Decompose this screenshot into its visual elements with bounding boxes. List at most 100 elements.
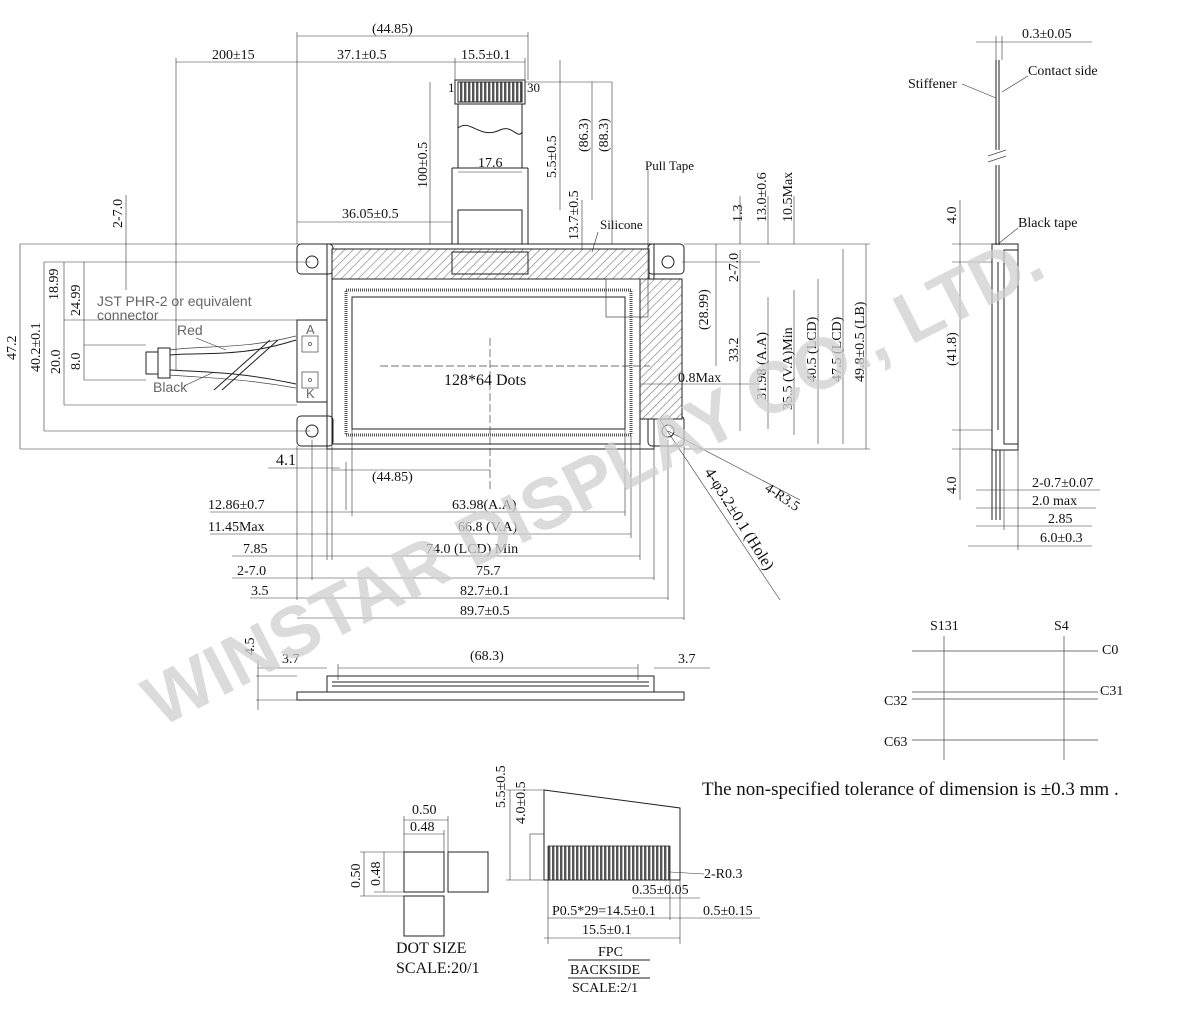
contact-side-label: Contact side <box>1028 64 1098 79</box>
dim-2-0-7: 2-0.7±0.07 <box>1032 476 1093 491</box>
dim-31-98: 31.98 (A.A) <box>755 332 770 400</box>
dim-3-7-left: 3.7 <box>282 652 300 667</box>
lcd-glass <box>331 278 641 445</box>
dim-13-7: 13.7±0.5 <box>567 190 582 240</box>
dim-86-3: (86.3) <box>577 118 592 152</box>
dim-82-7: 82.7±0.1 <box>460 584 510 599</box>
left-dimensions: 47.2 40.2±0.1 20.0 18.99 24.99 8.0 <box>5 243 327 450</box>
dim-1-3: 1.3 <box>731 205 746 223</box>
fpc-dim-0-5: 0.5±0.15 <box>703 904 753 919</box>
fpc-backside: BACKSIDE <box>570 963 640 978</box>
dim-68-3: (68.3) <box>470 649 504 664</box>
dim-24-99: 24.99 <box>69 285 84 317</box>
stiffener-label: Stiffener <box>908 77 957 92</box>
dim-37-1: 37.1±0.5 <box>337 48 387 63</box>
fpc-pitch: P0.5*29=14.5±0.1 <box>552 904 656 919</box>
dim-2-85: 2.85 <box>1048 512 1073 527</box>
dim-89-7: 89.7±0.5 <box>460 604 510 619</box>
pin-k-label: K <box>306 386 315 401</box>
dim-4-0-top: 4.0 <box>945 207 960 225</box>
dim-36-05: 36.05±0.5 <box>342 207 399 222</box>
dim-2-7-right: 2-7.0 <box>727 253 742 282</box>
fpc-dim-4-0: 4.0±0.5 <box>514 781 529 824</box>
dim-18-99: 18.99 <box>47 269 62 301</box>
side-view: 4.5 3.7 (68.3) 3.7 <box>243 638 710 710</box>
fpc-contacts <box>457 81 523 103</box>
fpc-cable: 1 30 <box>448 79 540 275</box>
dim-2-7-bottom: 2-7.0 <box>237 564 266 579</box>
fpc-title: FPC <box>598 945 623 960</box>
wire-red-label: Red <box>177 322 203 338</box>
dim-0-3: 0.3±0.05 <box>1022 27 1072 42</box>
dim-4-hole: 4-φ3.2±0.1 (Hole) <box>701 465 777 573</box>
fpc-r0-3: 2-R0.3 <box>704 867 743 882</box>
front-view: 128*64 Dots Pull Tape Silicone 1 30 <box>5 22 870 620</box>
module-profile <box>991 243 1019 451</box>
mount-hole-br <box>661 424 675 438</box>
bottom-dimensions: 4.1 (44.85) 12.86±0.7 63.98(A.A) 11.45Ma… <box>208 429 685 620</box>
dim-0-8: 0.8Max <box>678 371 721 386</box>
c0-label: C0 <box>1102 643 1118 658</box>
dim-4-1: 4.1 <box>276 452 296 469</box>
dim-11-45: 11.45Max <box>208 520 265 535</box>
dim-20-0: 20.0 <box>49 350 64 375</box>
dim-44-85-top: (44.85) <box>372 22 413 37</box>
mount-ear-tr <box>647 243 685 275</box>
fpc-dim-15-5: 15.5±0.1 <box>582 923 632 938</box>
dim-5-5: 5.5±0.5 <box>545 135 560 178</box>
connector-note-1: JST PHR-2 or equivalent <box>97 293 252 309</box>
dot-height-0-48: 0.48 <box>369 862 384 887</box>
dim-15-5: 15.5±0.1 <box>461 48 511 63</box>
dots-label: 128*64 Dots <box>444 372 526 389</box>
c63-label: C63 <box>884 735 907 750</box>
dim-44-85-bottom: (44.85) <box>372 470 413 485</box>
dim-41-8: (41.8) <box>945 332 960 366</box>
viewing-area <box>344 288 633 437</box>
backlight-connector: A K JST PHR-2 or equivalent connector Re… <box>97 293 328 403</box>
dim-75-7: 75.7 <box>476 564 501 579</box>
dim-13-0: 13.0±0.6 <box>755 172 770 222</box>
top-dimensions: (44.85) 200±15 37.1±0.5 15.5±0.1 100±0.5… <box>111 22 796 370</box>
dim-74-0: 74.0 (LCD) Min <box>426 542 518 557</box>
dim-12-86: 12.86±0.7 <box>208 498 265 513</box>
mount-ear-tl <box>296 243 334 275</box>
c32-label: C32 <box>884 694 907 709</box>
pull-tape-label: Pull Tape <box>645 158 694 173</box>
dim-17-6: 17.6 <box>478 156 503 171</box>
right-side-view: 0.3±0.05 Stiffener Contact side Black ta… <box>908 27 1100 550</box>
fpc-backside-detail: 5.5±0.5 4.0±0.5 2-R0.3 0.35±0.05 P0.5*29… <box>494 765 760 996</box>
dot-size-title: DOT SIZE <box>396 940 466 957</box>
dim-100: 100±0.5 <box>416 142 431 188</box>
fpc-scale: SCALE:2/1 <box>572 981 638 996</box>
dim-88-3: (88.3) <box>597 118 612 152</box>
fpc-pin-30: 30 <box>527 80 540 95</box>
pull-tape-area <box>639 278 683 420</box>
connector-note-2: connector <box>97 307 159 323</box>
c31-label: C31 <box>1100 684 1123 699</box>
dim-28-99: (28.99) <box>697 289 712 330</box>
s4-label: S4 <box>1054 619 1069 634</box>
pin-a-label: A <box>306 322 315 337</box>
dim-4-0-bottom: 4.0 <box>945 477 960 495</box>
dim-33-2: 33.2 <box>727 338 742 363</box>
s131-label: S131 <box>930 619 959 634</box>
pixel-matrix: S131 S4 C0 C31 C32 C63 <box>884 619 1123 760</box>
dim-66-8: 66.8 (V.A) <box>458 520 518 535</box>
dot-width-0-48: 0.48 <box>410 820 435 835</box>
dot-size-scale: SCALE:20/1 <box>396 960 480 977</box>
dim-8-0: 8.0 <box>69 353 84 371</box>
dim-7-85: 7.85 <box>243 542 268 557</box>
mount-hole-tr <box>661 255 675 269</box>
dim-40-5: 40.5 (LCD) <box>805 316 820 382</box>
fpc-dim-0-35: 0.35±0.05 <box>632 883 689 898</box>
dim-63-98: 63.98(A.A) <box>452 498 517 513</box>
dot-size-detail: 0.50 0.48 0.50 0.48 DOT SIZE SCALE:20/1 <box>349 803 489 977</box>
dim-4-5: 4.5 <box>243 638 258 656</box>
dim-4-r3-5: 4-R3.5 <box>762 481 802 515</box>
silicone-label: Silicone <box>600 217 643 232</box>
wire-black-label: Black <box>153 379 188 395</box>
dim-6-0: 6.0±0.3 <box>1040 531 1083 546</box>
dim-10-5: 10.5Max <box>781 172 796 222</box>
